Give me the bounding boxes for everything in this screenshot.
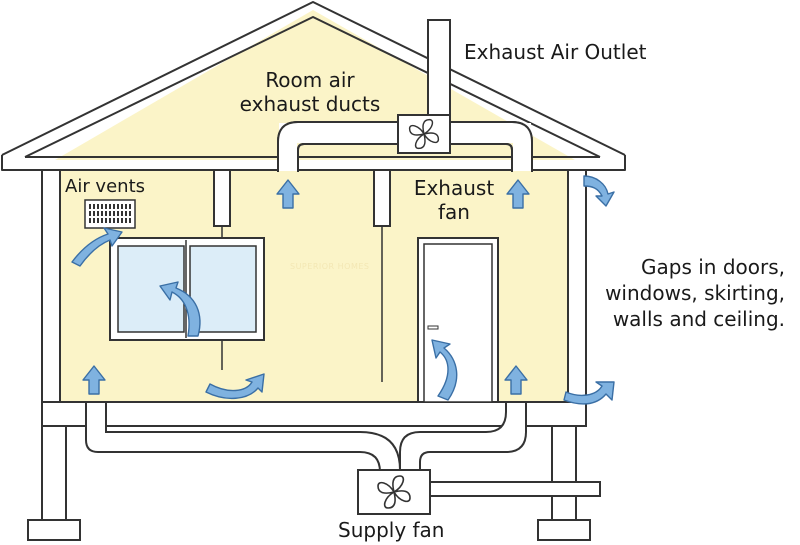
exhaust-fan-unit [397, 114, 451, 154]
door [417, 237, 499, 403]
piers [27, 425, 591, 541]
label-gaps: Gaps in doors, windows, skirting, walls … [605, 255, 785, 331]
walls [41, 169, 587, 403]
label-supply-fan: Supply fan [338, 518, 445, 542]
roof [1, 1, 626, 171]
supply-duct [85, 401, 601, 497]
label-air-vents: Air vents [65, 176, 146, 197]
window [109, 237, 265, 341]
supply-fan-unit [357, 469, 431, 515]
label-exhaust-fan: Exhaust fan [413, 176, 495, 224]
ceiling-drops [213, 169, 391, 227]
label-room-air-exhaust-ducts: Room air exhaust ducts [239, 68, 381, 116]
watermark: SUPERIOR HOMES [290, 262, 370, 271]
exhaust-outlet-pipe [427, 19, 451, 123]
floor-slab [41, 401, 587, 427]
label-exhaust-air-outlet: Exhaust Air Outlet [464, 40, 647, 64]
vent-grille-icon [84, 199, 136, 229]
air-arrow-icon [71, 175, 615, 405]
